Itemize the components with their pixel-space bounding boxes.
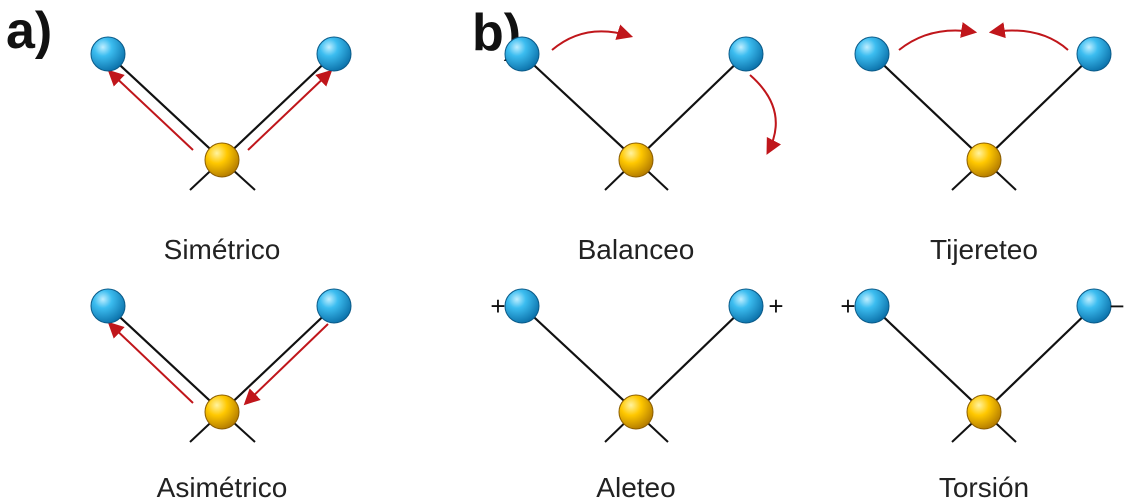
motion-arrow <box>107 69 194 151</box>
mode-label: Balanceo <box>578 234 695 265</box>
mode-aleteo: + + Aleteo <box>490 288 784 503</box>
mode-label: Aleteo <box>596 472 675 503</box>
hydrogen-atom <box>316 36 352 72</box>
central-atom <box>966 394 1002 430</box>
motion-arrow <box>107 321 194 404</box>
hydrogen-atom <box>504 36 540 72</box>
mode-label: Tijereteo <box>930 234 1038 265</box>
plus-sign: + <box>840 291 855 321</box>
central-atom <box>618 142 654 178</box>
central-atom <box>204 394 240 430</box>
motion-arrow <box>898 22 978 51</box>
mode-label: Simétrico <box>164 234 281 265</box>
hydrogen-atom <box>728 288 764 324</box>
mode-simetrico: Simétrico <box>90 36 352 265</box>
motion-arrow <box>988 22 1069 51</box>
mode-label: Torsión <box>939 472 1029 503</box>
panel-label-a: a) <box>6 2 52 60</box>
mode-label: Asimétrico <box>157 472 288 503</box>
mode-tijereteo: Tijereteo <box>854 22 1112 265</box>
central-atom <box>618 394 654 430</box>
hydrogen-atom <box>1076 36 1112 72</box>
minus-sign: − <box>1109 291 1124 321</box>
hydrogen-atom <box>728 36 764 72</box>
hydrogen-atom <box>90 288 126 324</box>
hydrogen-atom <box>854 36 890 72</box>
hydrogen-atom <box>316 288 352 324</box>
motion-arrow <box>551 24 634 51</box>
mode-balanceo: Balanceo <box>504 24 782 265</box>
hydrogen-atom <box>90 36 126 72</box>
hydrogen-atom <box>504 288 540 324</box>
hydrogen-atom <box>854 288 890 324</box>
motion-arrow <box>243 323 329 406</box>
central-atom <box>966 142 1002 178</box>
motion-arrow <box>749 74 782 155</box>
motion-arrow <box>247 69 333 151</box>
mode-torsion: + − Torsión <box>840 288 1125 503</box>
mode-asimetrico: Asimétrico <box>90 288 352 503</box>
central-atom <box>204 142 240 178</box>
hydrogen-atom <box>1076 288 1112 324</box>
plus-sign: + <box>768 291 783 321</box>
plus-sign: + <box>490 291 505 321</box>
